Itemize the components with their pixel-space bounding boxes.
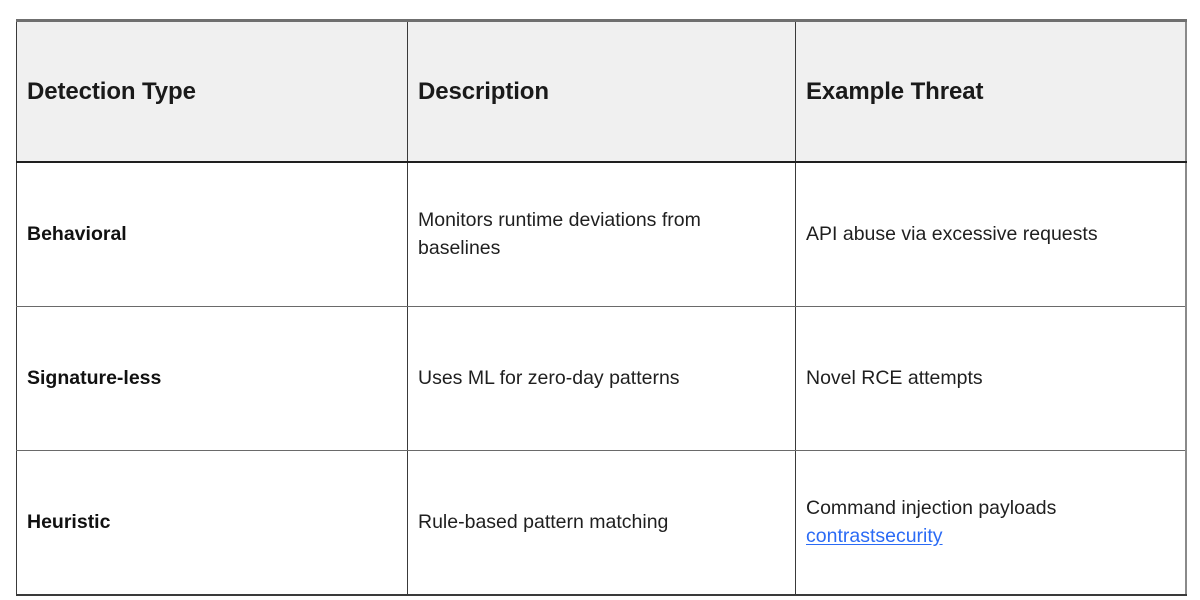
cell-detection-type: Heuristic (16, 450, 408, 595)
cell-description: Monitors runtime deviations from baselin… (407, 162, 796, 307)
detection-types-table: Detection Type Description Example Threa… (16, 19, 1187, 596)
table-header-row: Detection Type Description Example Threa… (16, 20, 1186, 163)
table-row: Signature-less Uses ML for zero-day patt… (16, 306, 1186, 451)
table-header: Detection Type Description Example Threa… (16, 20, 1186, 163)
cell-example-threat-text: Command injection payloads (806, 496, 1057, 519)
cell-example-threat: API abuse via excessive requests (795, 162, 1186, 307)
cell-detection-type: Behavioral (16, 162, 408, 307)
cell-example-threat: Command injection payloads contrastsecur… (795, 450, 1186, 595)
cell-description: Uses ML for zero-day patterns (407, 306, 796, 451)
table-row: Heuristic Rule-based pattern matching Co… (16, 450, 1186, 595)
cell-description: Rule-based pattern matching (407, 450, 796, 595)
column-header-detection-type: Detection Type (16, 20, 408, 163)
contrastsecurity-link[interactable]: contrastsecurity (806, 524, 943, 547)
column-header-example-threat: Example Threat (795, 20, 1186, 163)
cell-example-threat: Novel RCE attempts (795, 306, 1186, 451)
table-row: Behavioral Monitors runtime deviations f… (16, 162, 1186, 307)
column-header-description: Description (407, 20, 796, 163)
cell-detection-type: Signature-less (16, 306, 408, 451)
table-body: Behavioral Monitors runtime deviations f… (16, 162, 1186, 595)
detection-table-container: Detection Type Description Example Threa… (16, 19, 1187, 596)
